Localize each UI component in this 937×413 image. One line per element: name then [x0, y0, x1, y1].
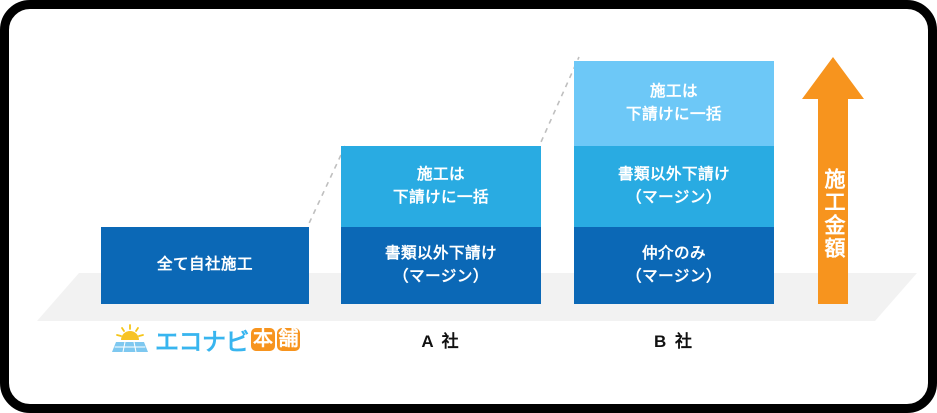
bar-company-b: 施工は 下請けに一括 書類以外下請け （マージン） 仲介のみ （マージン）: [574, 61, 774, 304]
bar-segment-a-margin-docs: 書類以外下請け （マージン）: [341, 227, 541, 304]
bar-segment-a-subcontract-all: 施工は 下請けに一括: [341, 146, 541, 227]
segment-label-line1: 書類以外下請け: [617, 166, 730, 184]
segment-label-line1: 仲介のみ: [641, 245, 706, 263]
up-arrow-icon: [802, 57, 864, 304]
logo-wordmark: エコナビ 本 舗: [155, 322, 300, 357]
segment-label-line2: 下請けに一括: [392, 188, 489, 206]
solar-panel-sun-icon: [112, 324, 148, 353]
bar-segment-b-margin-broker: 仲介のみ （マージン）: [574, 227, 774, 304]
connector-line-eco-to-a: [304, 141, 348, 233]
bar-econavi: 全て自社施工: [101, 227, 309, 304]
connector-line-a-to-b: [536, 56, 580, 152]
segment-label-line2: （マージン）: [626, 267, 722, 285]
bar-segment-b-margin-docs: 書類以外下請け （マージン）: [574, 146, 774, 227]
logo-badge-po: 舗: [276, 327, 300, 351]
econavi-logo: エコナビ 本 舗: [101, 322, 309, 356]
axis-label-company-a: A 社: [421, 332, 461, 351]
segment-label-line2: （マージン）: [626, 188, 722, 206]
segment-label-line1: 全て自社施工: [156, 256, 253, 274]
segment-label-line2: 下請けに一括: [625, 105, 722, 123]
logo-text-main: エコナビ: [155, 328, 250, 356]
bar-company-a: 施工は 下請けに一括 書類以外下請け （マージン）: [341, 146, 541, 304]
bar-segment-econavi-inhouse: 全て自社施工: [101, 227, 309, 304]
bar-segment-b-subcontract-all: 施工は 下請けに一括: [574, 61, 774, 146]
segment-label-line2: （マージン）: [393, 267, 489, 285]
segment-label-line1: 施工は: [416, 166, 465, 184]
axis-label-company-b: B 社: [654, 332, 694, 351]
segment-label-line1: 書類以外下請け: [384, 245, 497, 263]
segment-label-line1: 施工は: [649, 83, 698, 101]
logo-badge-hon: 本: [251, 327, 275, 351]
